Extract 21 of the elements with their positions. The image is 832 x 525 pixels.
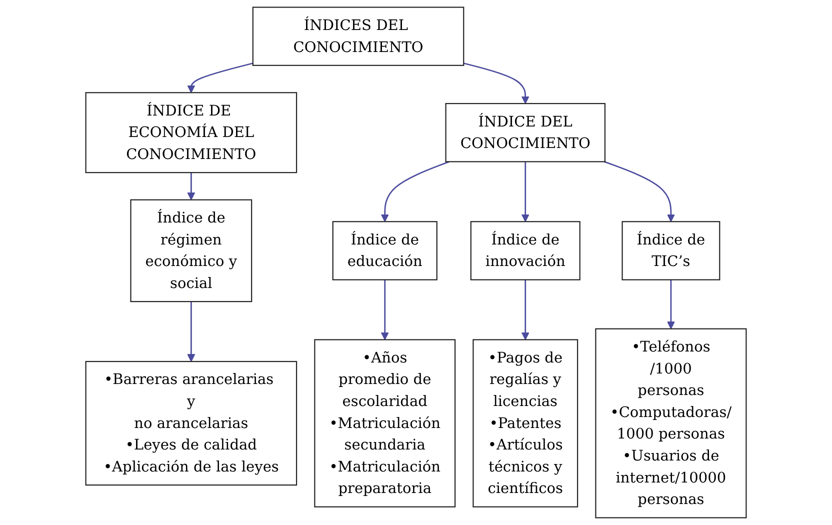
arrow bbox=[380, 280, 389, 340]
node-box bbox=[470, 221, 580, 280]
arrow bbox=[666, 280, 675, 330]
node-box bbox=[445, 103, 606, 162]
arrow bbox=[521, 162, 530, 222]
node-box bbox=[595, 328, 747, 518]
arrow bbox=[187, 172, 196, 200]
node-box bbox=[622, 221, 720, 280]
node-box bbox=[85, 360, 298, 486]
arrow bbox=[380, 161, 450, 222]
arrow bbox=[187, 302, 196, 362]
arrow bbox=[521, 280, 530, 340]
arrow bbox=[463, 62, 530, 104]
arrow bbox=[604, 161, 675, 222]
node-box bbox=[252, 6, 464, 66]
node-box bbox=[130, 199, 252, 302]
node-box bbox=[314, 339, 456, 508]
arrow bbox=[187, 62, 254, 93]
node-box bbox=[85, 92, 298, 174]
node-box bbox=[472, 339, 578, 508]
node-box bbox=[332, 221, 438, 280]
